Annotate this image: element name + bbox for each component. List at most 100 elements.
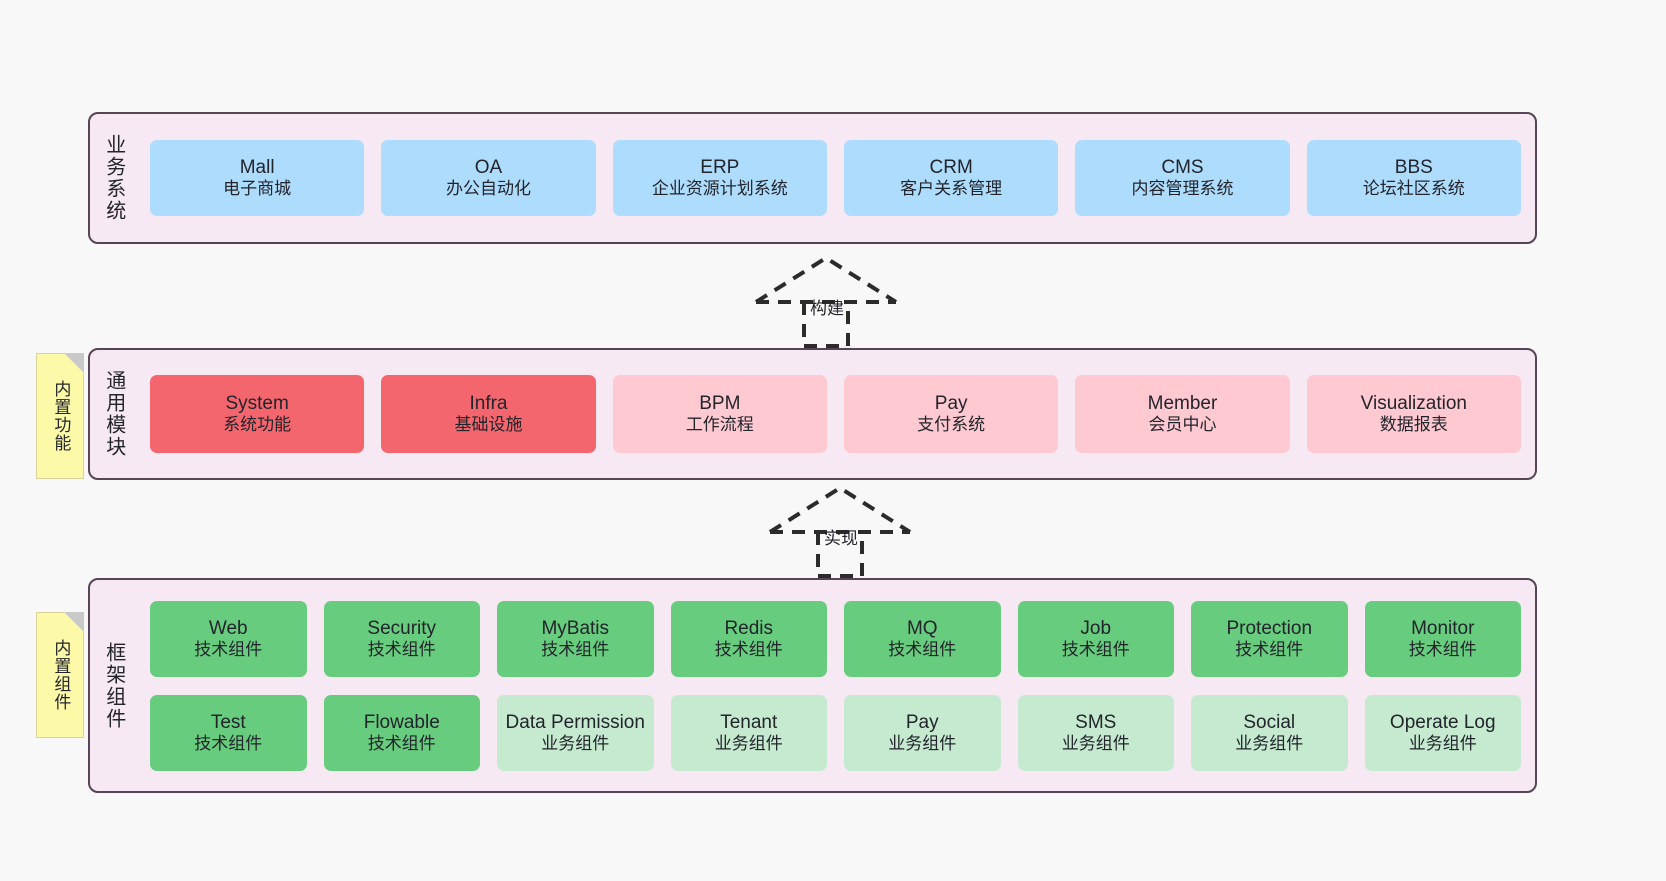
node-title: Protection bbox=[1226, 617, 1313, 639]
node-member[interactable]: Member 会员中心 bbox=[1075, 375, 1290, 453]
node-protection[interactable]: Protection 技术组件 bbox=[1191, 600, 1348, 677]
node-system[interactable]: System 系统功能 bbox=[150, 375, 365, 453]
node-title: Visualization bbox=[1360, 393, 1467, 415]
node-pay-component[interactable]: Pay 业务组件 bbox=[844, 694, 1001, 771]
node-title: Redis bbox=[724, 617, 774, 639]
generalization-triangle-icon bbox=[754, 255, 898, 304]
node-title: System bbox=[225, 393, 289, 415]
node-subtitle: 技术组件 bbox=[714, 639, 783, 659]
node-infra[interactable]: Infra 基础设施 bbox=[381, 375, 596, 453]
node-subtitle: 数据报表 bbox=[1379, 415, 1448, 435]
node-title: Security bbox=[367, 617, 437, 639]
node-mall[interactable]: Mall 电子商城 bbox=[150, 140, 365, 216]
layer-label-framework-component: 框架组件 bbox=[102, 641, 125, 730]
node-subtitle: 企业资源计划系统 bbox=[651, 179, 788, 199]
node-subtitle: 技术组件 bbox=[1061, 639, 1130, 659]
node-title: MQ bbox=[906, 617, 938, 639]
node-subtitle: 技术组件 bbox=[888, 639, 957, 659]
node-subtitle: 工作流程 bbox=[685, 415, 754, 435]
layer-label-business-system: 业务系统 bbox=[102, 134, 125, 222]
node-mq[interactable]: MQ 技术组件 bbox=[844, 600, 1001, 677]
layer-common-module: 通用模块 System 系统功能 Infra 基础设施 BPM 工作流程 Pay… bbox=[88, 348, 1537, 480]
node-web[interactable]: Web 技术组件 bbox=[150, 600, 307, 677]
node-monitor[interactable]: Monitor 技术组件 bbox=[1364, 600, 1521, 677]
node-title: OA bbox=[474, 157, 503, 179]
node-flowable[interactable]: Flowable 技术组件 bbox=[323, 694, 480, 771]
node-erp[interactable]: ERP 企业资源计划系统 bbox=[612, 140, 827, 216]
node-sms[interactable]: SMS 业务组件 bbox=[1017, 694, 1174, 771]
node-title: MyBatis bbox=[541, 617, 610, 639]
node-subtitle: 业务组件 bbox=[1061, 733, 1130, 753]
layer-body-business-system: Mall 电子商城 OA 办公自动化 ERP 企业资源计划系统 CRM 客户关系… bbox=[136, 114, 1535, 242]
node-data-permission[interactable]: Data Permission 业务组件 bbox=[497, 694, 654, 771]
node-row: Mall 电子商城 OA 办公自动化 ERP 企业资源计划系统 CRM 客户关系… bbox=[150, 140, 1521, 216]
node-bpm[interactable]: BPM 工作流程 bbox=[612, 375, 827, 453]
node-title: BPM bbox=[699, 393, 741, 415]
node-subtitle: 业务组件 bbox=[1235, 733, 1304, 753]
node-title: Flowable bbox=[363, 711, 440, 733]
node-subtitle: 业务组件 bbox=[888, 733, 957, 753]
node-subtitle: 技术组件 bbox=[541, 639, 610, 659]
node-subtitle: 技术组件 bbox=[367, 733, 436, 753]
node-visualization[interactable]: Visualization 数据报表 bbox=[1306, 375, 1521, 453]
node-subtitle: 业务组件 bbox=[714, 733, 783, 753]
node-security[interactable]: Security 技术组件 bbox=[323, 600, 480, 677]
node-title: SMS bbox=[1075, 711, 1117, 733]
node-row: System 系统功能 Infra 基础设施 BPM 工作流程 Pay 支付系统… bbox=[150, 375, 1521, 453]
node-title: Job bbox=[1080, 617, 1112, 639]
node-title: Infra bbox=[469, 393, 508, 415]
node-redis[interactable]: Redis 技术组件 bbox=[670, 600, 827, 677]
layer-body-framework-component: Web 技术组件 Security 技术组件 MyBatis 技术组件 Redi… bbox=[136, 580, 1535, 791]
connector-implement: 实现 bbox=[768, 485, 912, 578]
node-title: Operate Log bbox=[1389, 711, 1496, 733]
node-mybatis[interactable]: MyBatis 技术组件 bbox=[497, 600, 654, 677]
note-builtin-features: 内置功能 bbox=[36, 353, 84, 479]
node-tenant[interactable]: Tenant 业务组件 bbox=[670, 694, 827, 771]
node-subtitle: 论坛社区系统 bbox=[1362, 179, 1465, 199]
node-title: CRM bbox=[929, 157, 973, 179]
node-subtitle: 技术组件 bbox=[1235, 639, 1304, 659]
node-subtitle: 电子商城 bbox=[223, 179, 292, 199]
node-title: BBS bbox=[1394, 157, 1433, 179]
layer-label-common-module: 通用模块 bbox=[102, 370, 125, 458]
node-crm[interactable]: CRM 客户关系管理 bbox=[843, 140, 1059, 216]
node-title: Web bbox=[208, 617, 248, 639]
node-test[interactable]: Test 技术组件 bbox=[150, 694, 307, 771]
node-title: Tenant bbox=[720, 711, 778, 733]
node-subtitle: 基础设施 bbox=[454, 415, 523, 435]
node-subtitle: 内容管理系统 bbox=[1131, 179, 1234, 199]
layer-framework-component: 框架组件 Web 技术组件 Security 技术组件 MyBatis 技术组件… bbox=[88, 578, 1537, 793]
node-title: Data Permission bbox=[505, 711, 645, 733]
node-subtitle: 业务组件 bbox=[541, 733, 610, 753]
node-operate-log[interactable]: Operate Log 业务组件 bbox=[1364, 694, 1521, 771]
node-title: Pay bbox=[905, 711, 939, 733]
node-title: Pay bbox=[934, 393, 968, 415]
node-subtitle: 支付系统 bbox=[917, 415, 986, 435]
note-label: 内置组件 bbox=[51, 639, 71, 711]
note-label: 内置功能 bbox=[51, 380, 71, 452]
node-subtitle: 技术组件 bbox=[194, 639, 263, 659]
node-title: Monitor bbox=[1411, 617, 1475, 639]
node-subtitle: 技术组件 bbox=[367, 639, 436, 659]
node-row: Web 技术组件 Security 技术组件 MyBatis 技术组件 Redi… bbox=[150, 600, 1521, 677]
node-subtitle: 系统功能 bbox=[223, 415, 292, 435]
node-subtitle: 办公自动化 bbox=[445, 179, 531, 199]
node-title: Test bbox=[210, 711, 246, 733]
node-title: Social bbox=[1243, 711, 1296, 733]
connector-build: 构建 bbox=[754, 255, 898, 348]
connector-implement-label: 实现 bbox=[824, 529, 858, 548]
node-title: CMS bbox=[1161, 157, 1204, 179]
node-subtitle: 客户关系管理 bbox=[900, 179, 1003, 199]
node-social[interactable]: Social 业务组件 bbox=[1191, 694, 1348, 771]
node-pay-module[interactable]: Pay 支付系统 bbox=[843, 375, 1059, 453]
layer-body-common-module: System 系统功能 Infra 基础设施 BPM 工作流程 Pay 支付系统… bbox=[136, 350, 1535, 478]
node-oa[interactable]: OA 办公自动化 bbox=[381, 140, 596, 216]
node-cms[interactable]: CMS 内容管理系统 bbox=[1075, 140, 1290, 216]
node-job[interactable]: Job 技术组件 bbox=[1017, 600, 1174, 677]
node-subtitle: 技术组件 bbox=[1408, 639, 1477, 659]
node-subtitle: 业务组件 bbox=[1408, 733, 1477, 753]
node-title: Mall bbox=[239, 157, 275, 179]
node-bbs[interactable]: BBS 论坛社区系统 bbox=[1306, 140, 1521, 216]
node-subtitle: 会员中心 bbox=[1148, 415, 1217, 435]
